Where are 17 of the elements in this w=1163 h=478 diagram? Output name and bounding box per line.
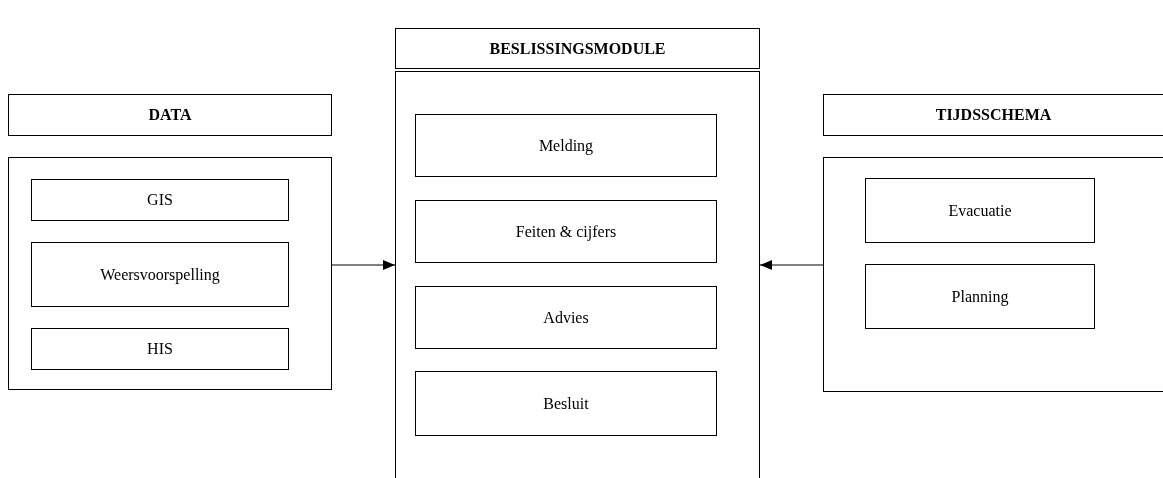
item-box: Feiten & cijfers [415,200,717,263]
heading-box: DATA [8,94,332,136]
item-box: Besluit [415,371,717,436]
panel-box [395,71,760,478]
panel-box [823,157,1163,392]
panel-box [8,157,332,390]
item-box: Weersvoorspelling [31,242,289,307]
item-box: GIS [31,179,289,221]
heading-box: BESLISSINGSMODULE [395,28,760,69]
item-box: Planning [865,264,1095,329]
item-box: Melding [415,114,717,177]
item-box: Evacuatie [865,178,1095,243]
heading-box: TIJDSSCHEMA [823,94,1163,136]
item-box: Advies [415,286,717,349]
arrow [331,260,396,270]
arrow [759,260,824,270]
item-box: HIS [31,328,289,370]
